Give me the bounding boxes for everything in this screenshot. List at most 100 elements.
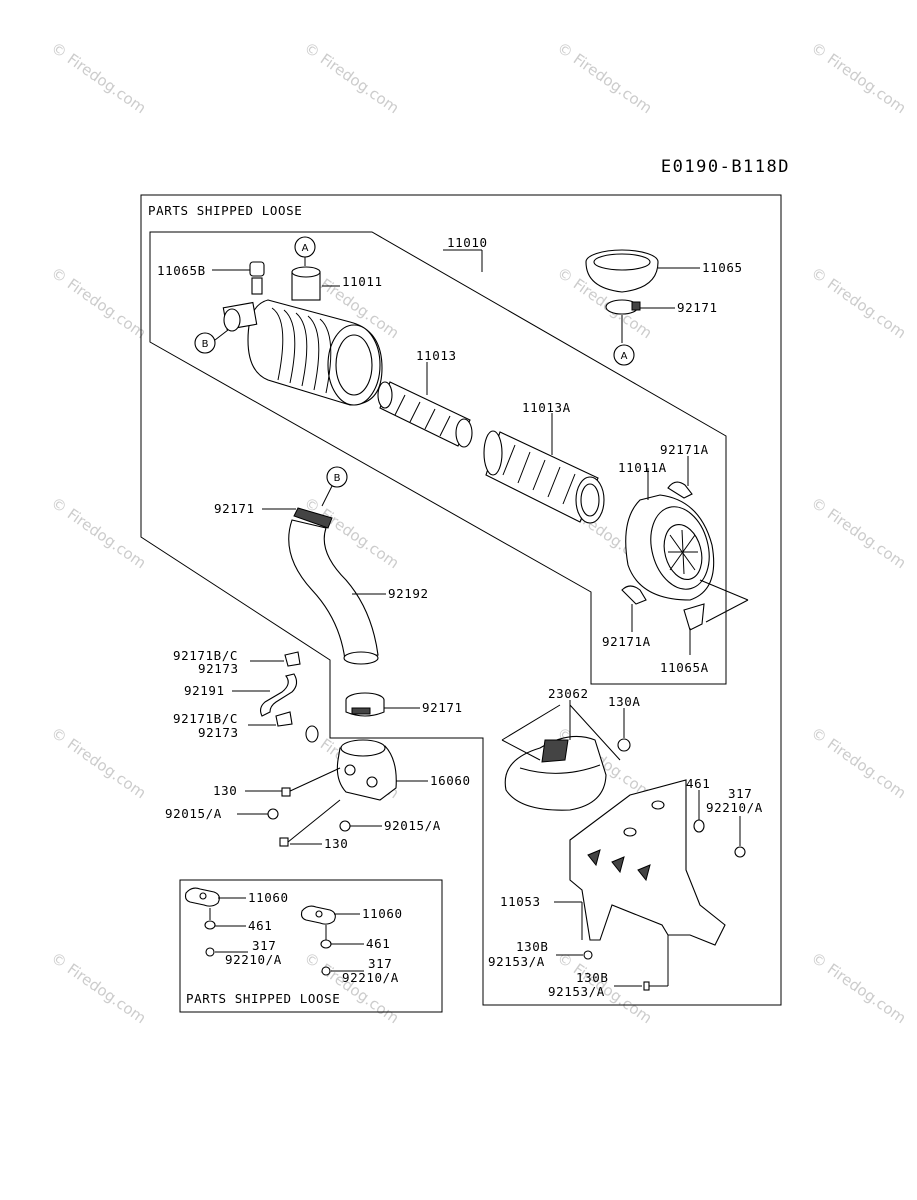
part-label-130-1: 130 bbox=[213, 783, 237, 798]
part-label-92191: 92191 bbox=[184, 683, 225, 698]
callout-b-hose bbox=[326, 466, 348, 488]
group-outline-11010 bbox=[149, 231, 727, 685]
watermark: © Firedog.com bbox=[48, 494, 150, 573]
callout-a-label: A bbox=[302, 243, 309, 254]
part-label-92015a-1: 92015/A bbox=[165, 806, 222, 821]
part-label-11060-2: 11060 bbox=[362, 906, 403, 921]
outer-filter-11013a bbox=[483, 430, 605, 524]
watermark: © Firedog.com bbox=[48, 724, 150, 803]
part-label-461-right: 461 bbox=[686, 776, 710, 791]
watermark: © Firedog.com bbox=[48, 39, 150, 118]
callout-b-label: B bbox=[202, 339, 209, 350]
diagram-code: E0190-B118D bbox=[661, 157, 790, 177]
valve-11065a bbox=[683, 603, 705, 631]
part-label-11010: 11010 bbox=[447, 235, 488, 250]
part-label-23062: 23062 bbox=[548, 686, 589, 701]
part-label-92171-top: 92171 bbox=[677, 300, 718, 315]
part-label-92210a-1: 92210/A bbox=[225, 952, 282, 967]
washer-461-2 bbox=[320, 939, 332, 949]
watermark: © Firedog.com bbox=[808, 494, 910, 573]
part-label-130a: 130A bbox=[608, 694, 641, 709]
part-label-92171-hose: 92171 bbox=[214, 501, 255, 516]
nut-317-right bbox=[734, 846, 746, 858]
part-label-130b-2: 130B bbox=[576, 970, 609, 985]
watermark-layer: © Firedog.com © Firedog.com © Firedog.co… bbox=[48, 39, 910, 1028]
watermark: © Firedog.com bbox=[808, 724, 910, 803]
cover-11065 bbox=[585, 249, 659, 293]
part-label-16060: 16060 bbox=[430, 773, 471, 788]
bolt-130a bbox=[617, 738, 631, 752]
part-label-11053: 11053 bbox=[500, 894, 541, 909]
cover-11011a bbox=[625, 494, 715, 601]
clip-92171a-bottom bbox=[621, 585, 647, 605]
washer-461-1 bbox=[204, 920, 216, 930]
part-label-317-right: 317 bbox=[728, 786, 752, 801]
watermark: © Firedog.com bbox=[554, 39, 656, 118]
washer-461-right bbox=[693, 819, 705, 833]
part-label-11060-1: 11060 bbox=[248, 890, 289, 905]
nut-317-1 bbox=[205, 947, 215, 957]
clip-92171bc-bottom bbox=[275, 711, 293, 727]
air-cleaner-body-11011 bbox=[222, 266, 383, 406]
part-label-11013: 11013 bbox=[416, 348, 457, 363]
part-label-11065a: 11065A bbox=[660, 660, 709, 675]
bolt-130-bottom bbox=[279, 799, 341, 847]
part-label-11013a: 11013A bbox=[522, 400, 571, 415]
part-label-317-2: 317 bbox=[368, 956, 392, 971]
part-label-11065b: 11065B bbox=[157, 263, 206, 278]
hose-92191 bbox=[259, 673, 298, 717]
part-label-92171-clamp: 92171 bbox=[422, 700, 463, 715]
leader bbox=[321, 485, 333, 507]
band-23062 bbox=[504, 735, 607, 811]
leader bbox=[699, 579, 749, 601]
callout-a-label: A bbox=[621, 351, 628, 362]
part-label-92173-1: 92173 bbox=[198, 661, 239, 676]
section-label-top: PARTS SHIPPED LOOSE bbox=[148, 203, 302, 218]
part-label-11065: 11065 bbox=[702, 260, 743, 275]
throttle-body-16060 bbox=[336, 739, 397, 801]
part-label-92173-2: 92173 bbox=[198, 725, 239, 740]
part-label-92210a-right: 92210/A bbox=[706, 800, 763, 815]
cap-11065b bbox=[249, 261, 265, 277]
part-label-130-2: 130 bbox=[324, 836, 348, 851]
part-label-461-2: 461 bbox=[366, 936, 390, 951]
part-label-461-1: 461 bbox=[248, 918, 272, 933]
part-label-92192: 92192 bbox=[388, 586, 429, 601]
nut-317-2 bbox=[321, 966, 331, 976]
leader bbox=[501, 739, 541, 761]
part-label-92210a-2: 92210/A bbox=[342, 970, 399, 985]
inner-filter-11013 bbox=[377, 381, 473, 448]
leader bbox=[214, 329, 229, 341]
bolt-130b-2 bbox=[643, 981, 668, 991]
watermark: © Firedog.com bbox=[301, 39, 403, 118]
nut-92015a-left bbox=[267, 808, 279, 820]
callout-b-label: B bbox=[334, 473, 341, 484]
watermark: © Firedog.com bbox=[808, 264, 910, 343]
nut-92015a-right bbox=[339, 820, 351, 832]
hose-92192 bbox=[288, 519, 379, 665]
main-frame bbox=[140, 194, 782, 1006]
part-label-92171a-1: 92171A bbox=[660, 442, 709, 457]
section-label-bottom: PARTS SHIPPED LOOSE bbox=[186, 991, 340, 1006]
loose-parts-box bbox=[179, 879, 443, 1013]
part-label-92171bc-2: 92171B/C bbox=[173, 711, 238, 726]
watermark: © Firedog.com bbox=[48, 264, 150, 343]
part-label-92153a-1: 92153/A bbox=[488, 954, 545, 969]
clamp-92171-top bbox=[605, 299, 641, 315]
part-label-92171a-2: 92171A bbox=[602, 634, 651, 649]
clip-92171bc-top bbox=[284, 651, 301, 667]
leader bbox=[705, 599, 749, 623]
gasket-11060-2 bbox=[300, 905, 336, 925]
callout-b-left bbox=[194, 332, 216, 354]
clamp-92171-hose bbox=[293, 507, 333, 529]
washer bbox=[305, 725, 319, 743]
bolt-130-top bbox=[281, 767, 341, 797]
bolt-130b-1 bbox=[583, 950, 593, 960]
clamp-92171-lower bbox=[345, 692, 385, 717]
watermark: © Firedog.com bbox=[48, 949, 150, 1028]
watermark: © Firedog.com bbox=[808, 39, 910, 118]
bracket-11053 bbox=[569, 779, 726, 946]
part-label-92153a-2: 92153/A bbox=[548, 984, 605, 999]
leader bbox=[501, 704, 561, 741]
